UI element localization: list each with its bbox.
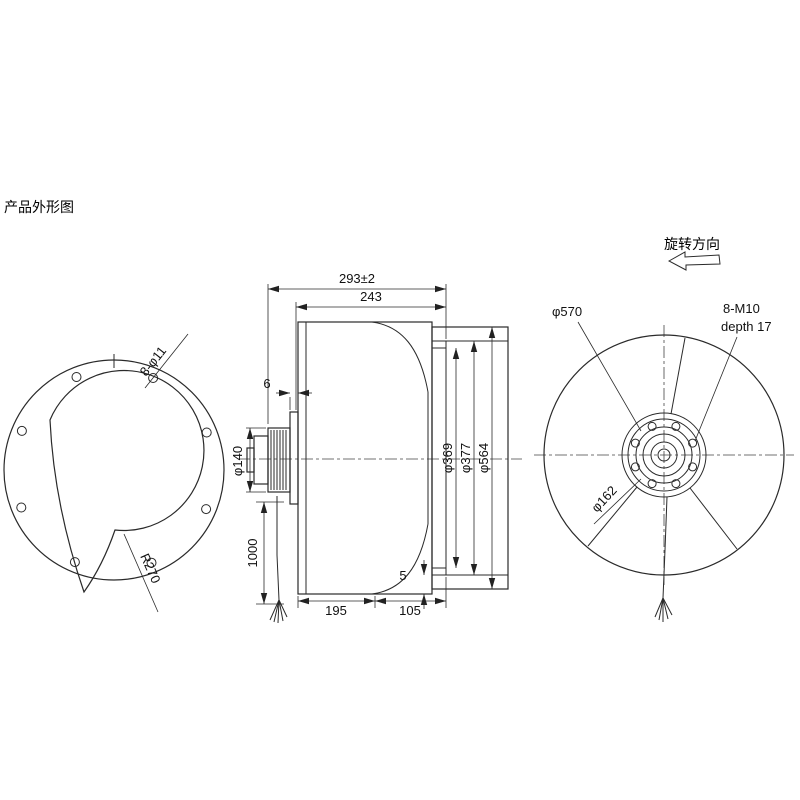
- radius-leader-line: [123, 533, 159, 613]
- dim-cable-length: 1000: [245, 539, 260, 568]
- dim-scroll-radius: R270: [137, 551, 163, 585]
- front-view: φ570 8-M10 depth 17 φ162 旋转方向: [534, 236, 794, 622]
- bolt-spec-leader: [694, 336, 738, 442]
- hub: [621, 412, 707, 498]
- dim-overall-depth: 293±2: [339, 271, 375, 286]
- bolt-hole: [16, 502, 27, 513]
- blade-curve-bottom: [371, 523, 429, 595]
- dim-back-width: 195: [325, 603, 347, 618]
- dim-dia-369: φ369: [440, 443, 455, 473]
- bolt-hole: [201, 427, 212, 438]
- cable-tassel: [269, 599, 288, 624]
- motor-mount-plate: [289, 411, 299, 505]
- page-title: 产品外形图: [4, 199, 74, 215]
- dim-dia-377: φ377: [458, 443, 473, 473]
- hub-diameter-leader: [593, 478, 642, 525]
- dim-blade-diameter: φ570: [552, 304, 582, 319]
- rotation-direction-arrow: [667, 251, 721, 271]
- flange-outer-circle: [3, 359, 225, 581]
- bolt-hole: [146, 557, 157, 568]
- dim-bolt-depth: depth 17: [721, 319, 772, 334]
- motor-front: [253, 435, 269, 485]
- power-cable-front: [662, 496, 668, 599]
- blade-edges: [587, 337, 738, 550]
- blade-diameter-leader: [577, 321, 642, 432]
- bolt-hole: [148, 373, 159, 383]
- power-cable: [276, 496, 280, 601]
- inlet-flange: [431, 326, 509, 590]
- holes-leader-line: [144, 333, 189, 389]
- motor-end-cap: [246, 447, 255, 473]
- hub-bolt-holes: [630, 421, 698, 489]
- dim-bolt-spec: 8-M10: [723, 301, 760, 316]
- left-view: 8-φ11 R270: [3, 333, 225, 613]
- rotation-direction-label: 旋转方向: [664, 236, 720, 252]
- dim-hub-diameter: φ162: [588, 483, 620, 515]
- blade-curve-top: [371, 321, 429, 393]
- scroll-cutout: [49, 369, 205, 594]
- side-view: 293±2 243 6 φ140 1000 195 105 5 φ369: [230, 271, 522, 624]
- dim-wheel-depth: 243: [360, 289, 382, 304]
- cable-tassel-front: [654, 597, 673, 622]
- dim-gap: 5: [399, 568, 406, 583]
- bolt-hole: [69, 557, 80, 568]
- motor-fins: [270, 430, 287, 490]
- dim-lip-width: 105: [399, 603, 421, 618]
- dim-dia-564: φ564: [476, 443, 491, 473]
- bolt-hole: [201, 504, 212, 515]
- dim-motor-diameter: φ140: [230, 446, 245, 476]
- impeller-silhouette: [297, 321, 433, 595]
- bolt-hole: [71, 372, 82, 382]
- bolt-hole: [16, 425, 27, 436]
- dim-plate-offset: 6: [263, 376, 270, 391]
